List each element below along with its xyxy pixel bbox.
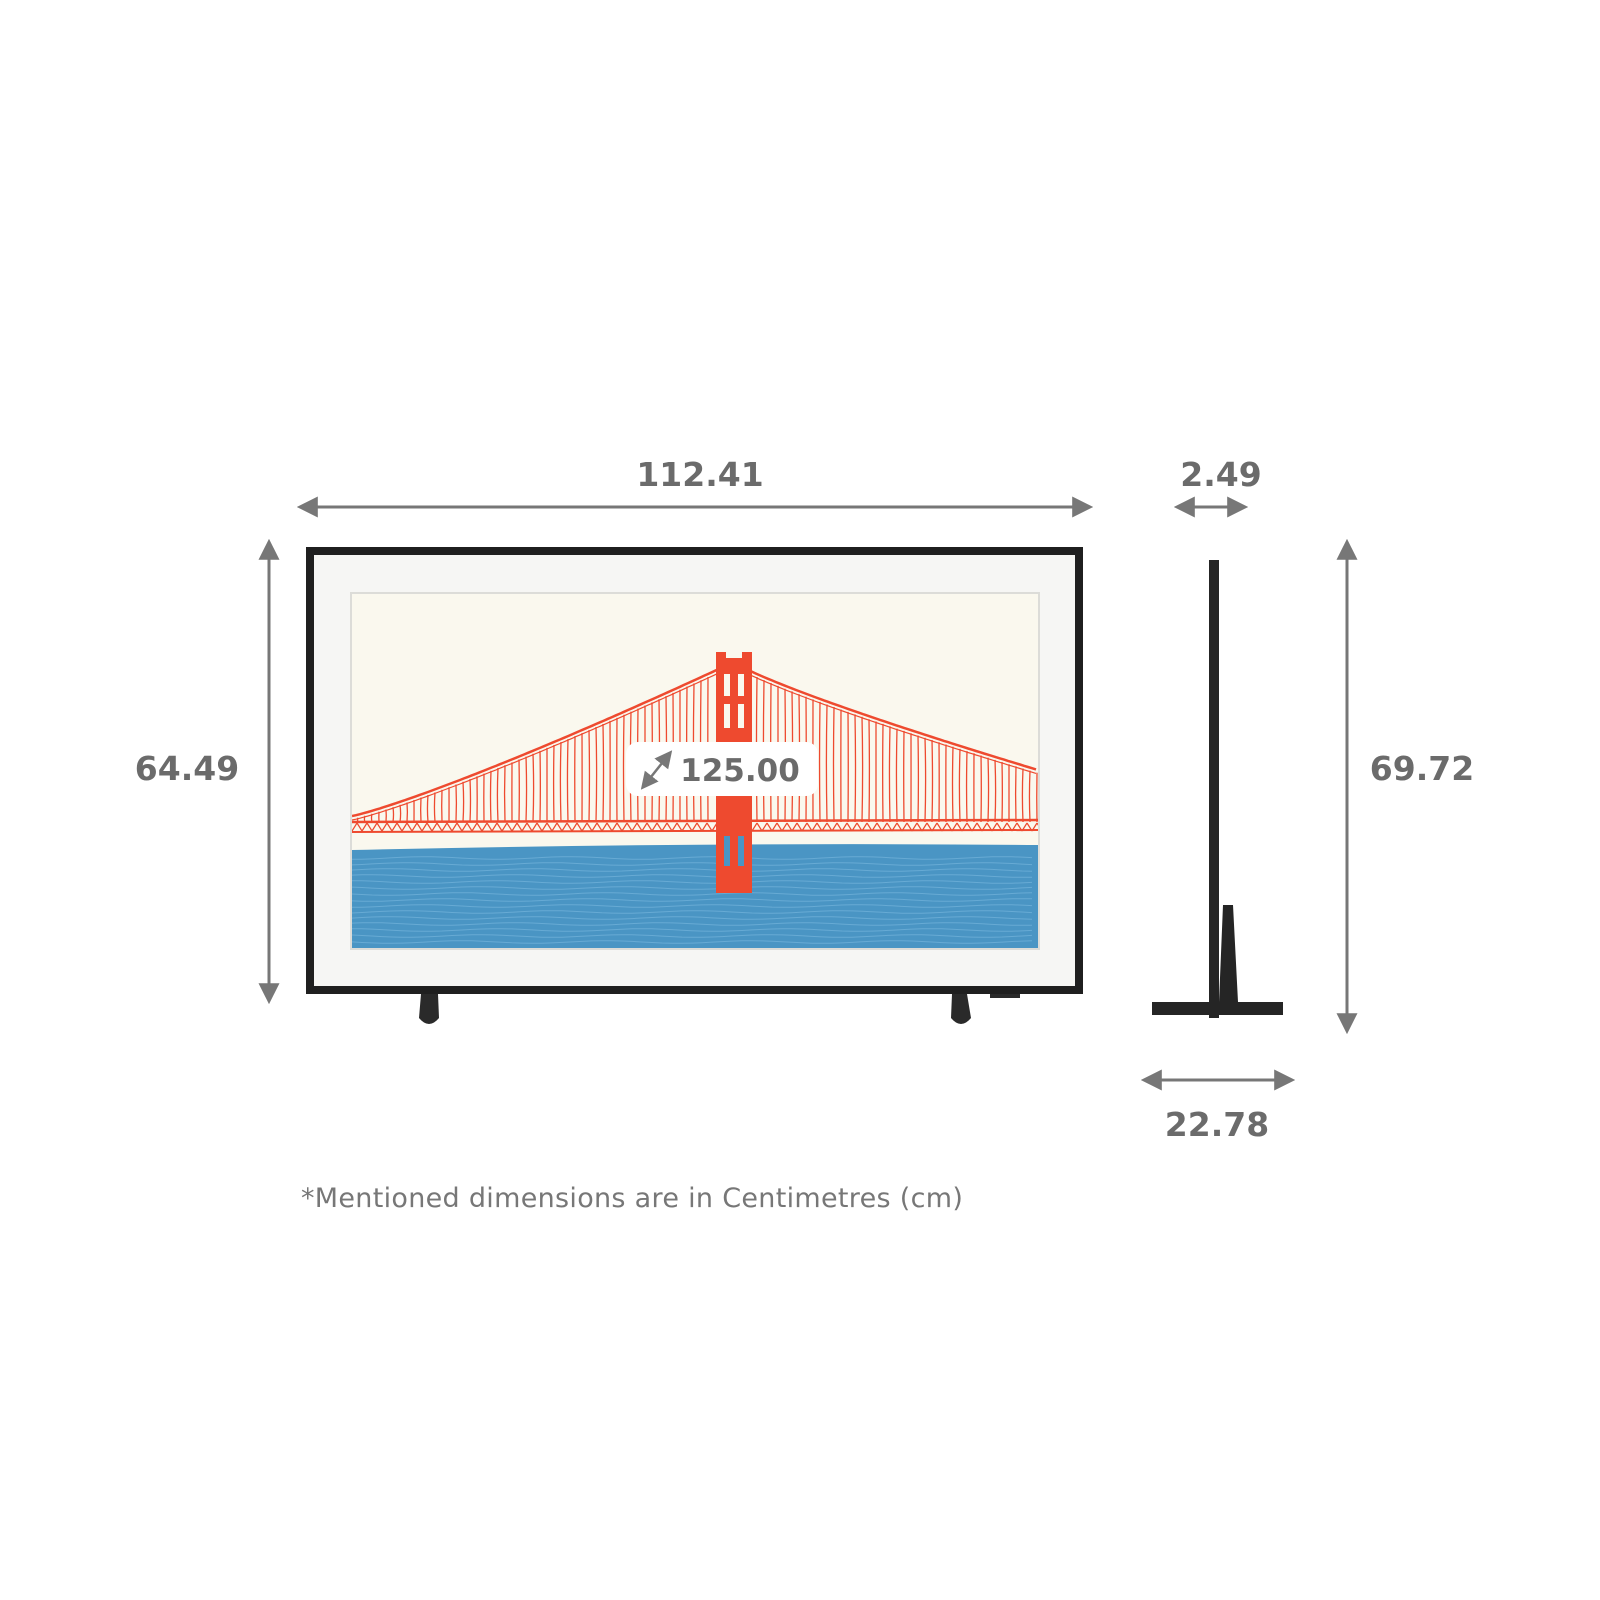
- water-waves: [352, 856, 1033, 944]
- diagonal-badge: 125.00: [626, 742, 818, 796]
- bridge-cables: [352, 661, 1038, 833]
- diagonal-value: 125.00: [680, 753, 800, 789]
- dimension-arrows: [258, 496, 1358, 1091]
- units-footnote: *Mentioned dimensions are in Centimetres…: [301, 1183, 964, 1214]
- stand-depth-value: 22.78: [1165, 1105, 1269, 1144]
- tv-front-view: 125.00: [306, 547, 1083, 1024]
- total-height-value: 69.72: [1370, 749, 1474, 788]
- tv-side-stand: [1152, 905, 1283, 1015]
- diagonal-arrow: [640, 750, 673, 790]
- height-value: 64.49: [135, 749, 239, 788]
- artwork-golden-gate-bridge: [352, 594, 1038, 948]
- width-value: 112.41: [636, 455, 763, 494]
- depth-value: 2.49: [1180, 455, 1261, 494]
- tv-stand-feet: [419, 994, 1020, 1024]
- artwork-water: [352, 844, 1038, 948]
- tv-side-panel: [1209, 560, 1219, 1018]
- tv-side-view: [1152, 560, 1283, 1018]
